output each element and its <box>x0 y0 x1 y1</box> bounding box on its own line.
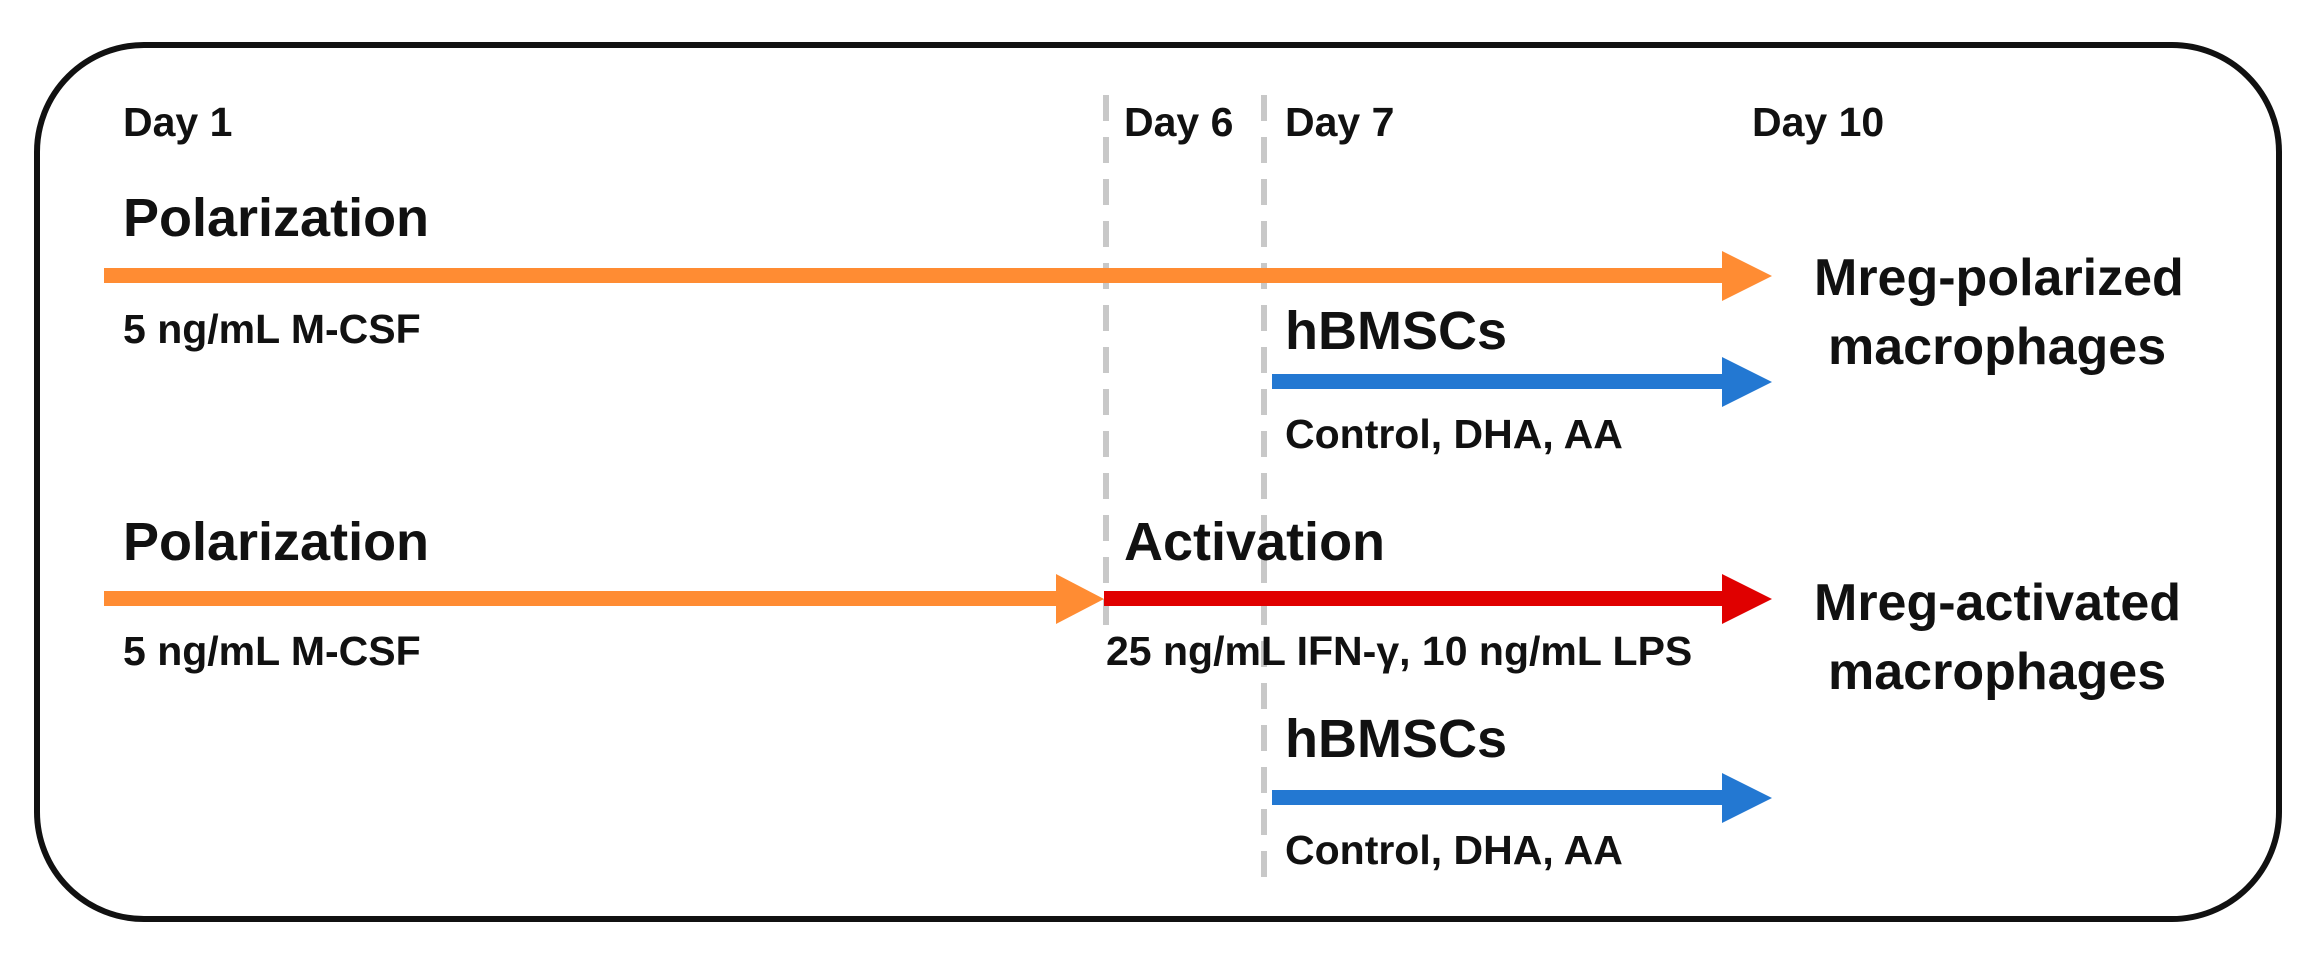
row2-hbmscs-arrow <box>1272 773 1772 823</box>
row2-hbmscs-label: hBMSCs <box>1285 709 1507 769</box>
row2-polarization-arrow <box>104 574 1104 624</box>
diagram-frame <box>34 42 2282 922</box>
row1-polarization-label: Polarization <box>123 188 429 248</box>
row2-outcome-line1: Mreg-activated <box>1814 574 2181 632</box>
row1-hbmscs-arrow <box>1272 357 1772 407</box>
row1-polarization-arrow <box>104 251 1772 301</box>
day7-label: Day 7 <box>1285 99 1394 145</box>
row1-hbmscs-label: hBMSCs <box>1285 301 1507 361</box>
row2-outcome-line2: macrophages <box>1828 643 2166 701</box>
day6-label: Day 6 <box>1124 99 1233 145</box>
row2-activation-arrow <box>1104 574 1772 624</box>
row2-treatment-label: Control, DHA, AA <box>1285 827 1623 873</box>
day1-label: Day 1 <box>123 99 232 145</box>
row1-mcsf-label: 5 ng/mL M-CSF <box>123 306 421 352</box>
day10-label: Day 10 <box>1752 99 1884 145</box>
row2-activation-detail: 25 ng/mL IFN-γ, 10 ng/mL LPS <box>1106 628 1692 674</box>
row1-outcome-line1: Mreg-polarized <box>1814 249 2184 307</box>
row1-outcome-line2: macrophages <box>1828 318 2166 376</box>
row2-mcsf-label: 5 ng/mL M-CSF <box>123 628 421 674</box>
row2-activation-label: Activation <box>1124 512 1385 572</box>
row1-treatment-label: Control, DHA, AA <box>1285 411 1623 457</box>
row2-polarization-label: Polarization <box>123 512 429 572</box>
